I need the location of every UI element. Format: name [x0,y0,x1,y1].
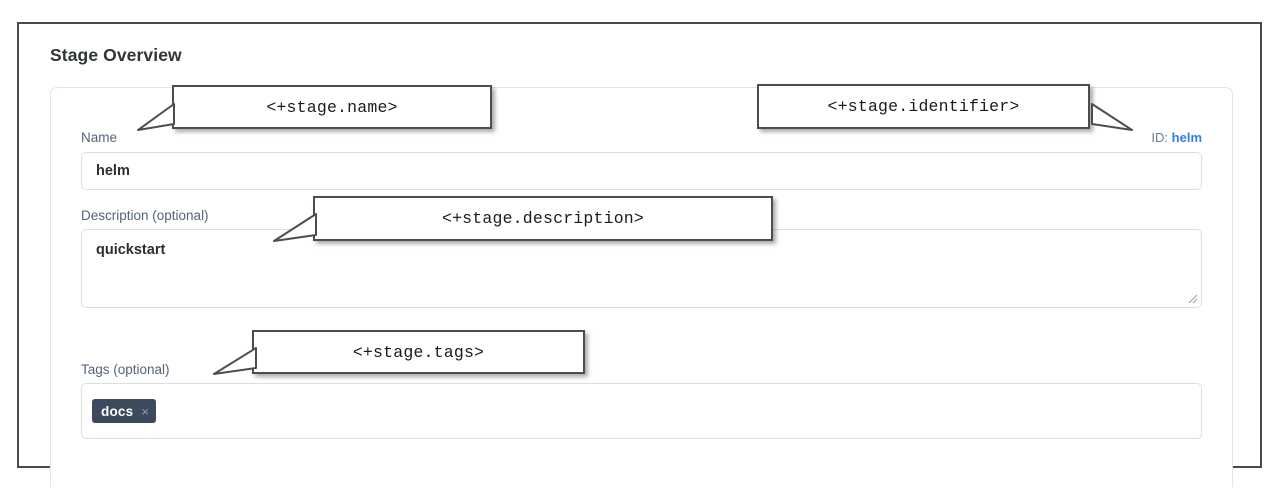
tag-chip-docs[interactable]: docs × [92,399,157,423]
callout-stage-description: <+stage.description> [313,196,773,241]
close-icon[interactable]: × [141,403,150,419]
callout-stage-tags: <+stage.tags> [252,330,585,374]
callout-stage-name: <+stage.name> [172,85,492,129]
resize-grip-icon[interactable] [1187,293,1198,304]
page-title: Stage Overview [50,45,182,65]
stage-id-value[interactable]: helm [1171,130,1202,145]
stage-id-readout: ID: helm [1151,130,1202,146]
description-label: Description (optional) [81,208,209,223]
name-input[interactable]: helm [81,152,1202,190]
name-label-row: Name ID: helm [81,129,1202,147]
callout-stage-identifier: <+stage.identifier> [757,84,1090,129]
description-label-row: Description (optional) [81,207,1202,225]
stage-overview-card: Name ID: helm helm Description (optional… [50,87,1233,487]
tag-chip-label: docs [101,403,134,419]
tags-input[interactable]: docs × [81,383,1202,439]
description-textarea[interactable]: quickstart [81,229,1202,308]
tags-label-row: Tags (optional) [81,361,1202,379]
name-label: Name [81,130,118,145]
stage-id-key: ID: [1151,130,1169,145]
tags-label: Tags (optional) [81,362,170,377]
description-value: quickstart [96,242,166,258]
